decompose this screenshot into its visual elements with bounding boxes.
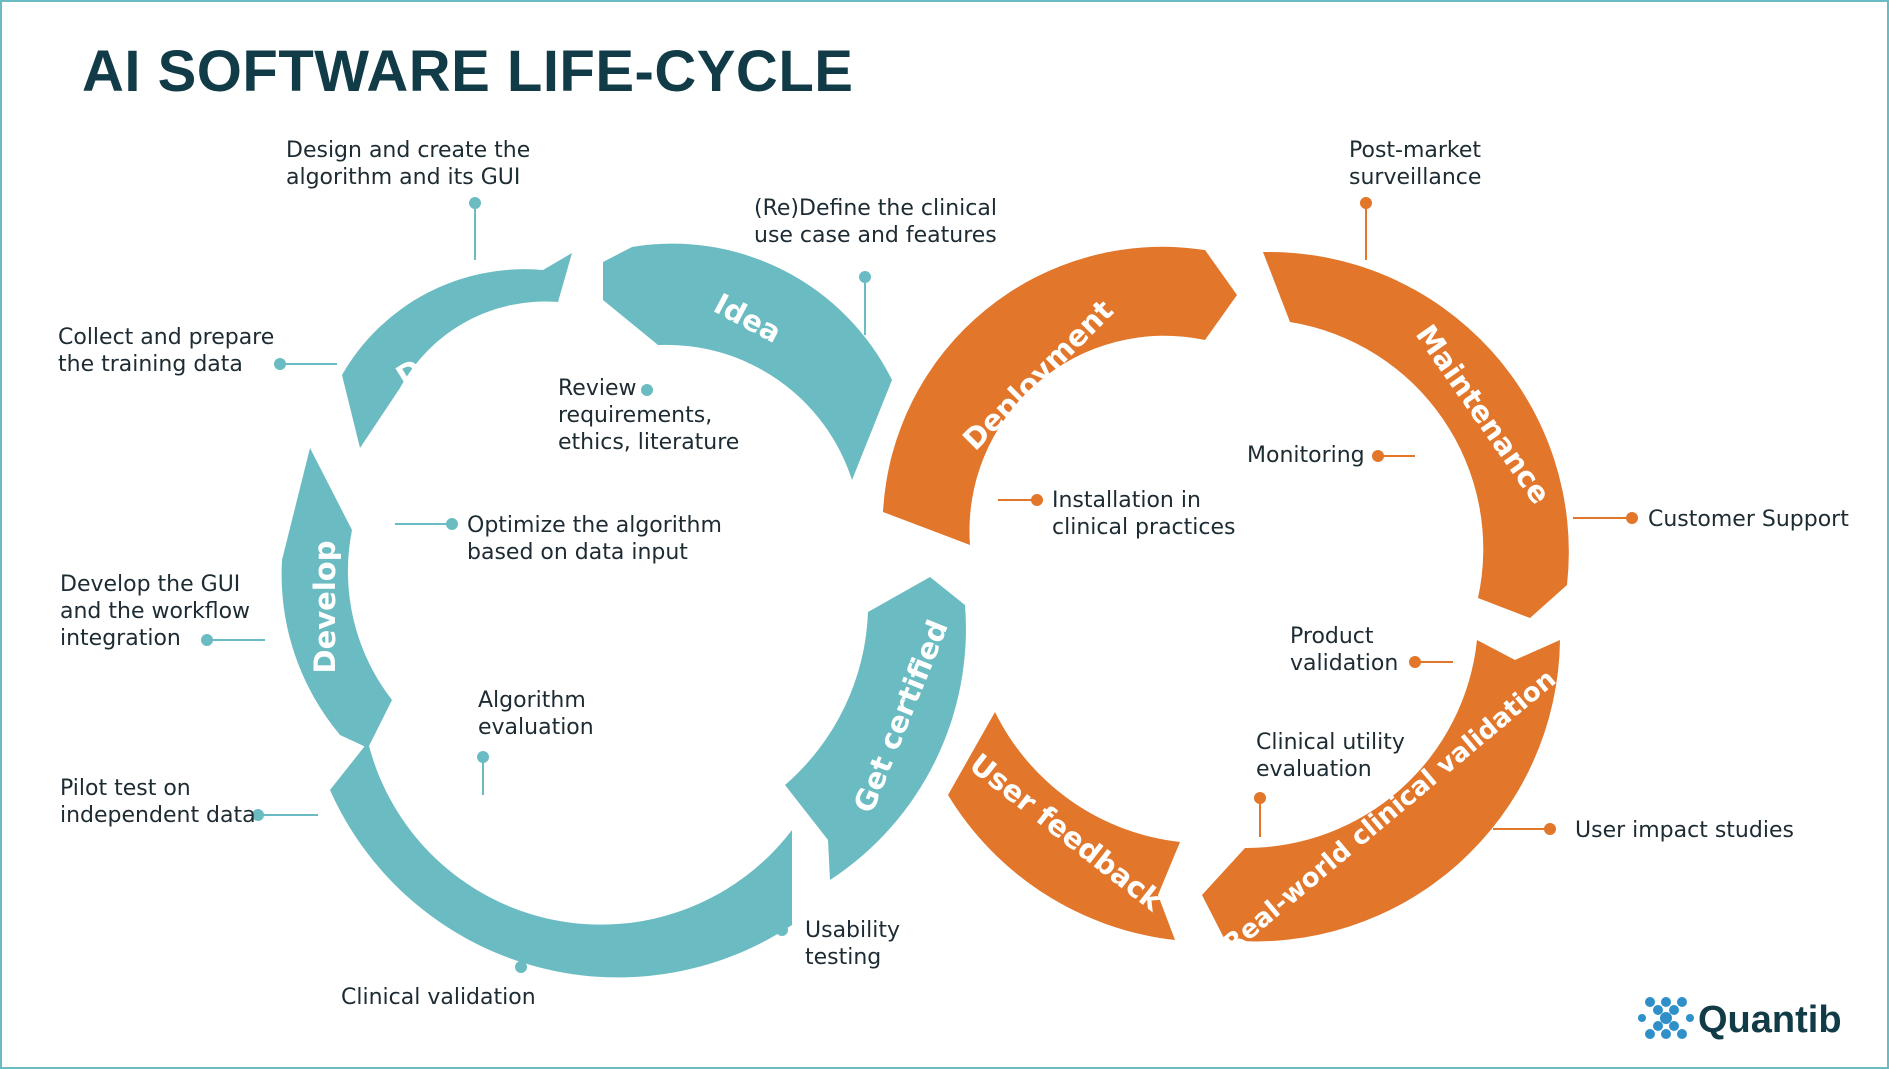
annotation-usability: Usability testing [805, 918, 907, 970]
annotation-develop-gui: Develop the GUI and the workflow integra… [60, 572, 257, 651]
segment-get-certified [785, 577, 966, 880]
annotation-installation: Installation in clinical practices [1052, 488, 1235, 540]
annotation-clinical-utility: Clinical utility evaluation [1256, 730, 1412, 782]
annotation-collect: Collect and prepare the training data [58, 325, 281, 377]
segment-develop [281, 448, 392, 748]
teal-ring [281, 243, 966, 978]
annotation-review: Review requirements, ethics, literature [558, 376, 739, 455]
annotation-monitoring: Monitoring [1247, 443, 1365, 468]
label-develop: Develop [308, 541, 342, 674]
orange-ring [883, 246, 1569, 942]
segment-user-feedback [948, 712, 1180, 940]
segment-deployment [883, 246, 1237, 545]
segment-idea [603, 243, 892, 480]
annotation-clinical-validation: Clinical validation [341, 985, 536, 1010]
annotation-pilot: Pilot test on independent data [60, 776, 256, 828]
segment-design [342, 253, 572, 448]
annotation-design-create: Design and create the algorithm and its … [286, 138, 537, 190]
annotation-redefine: (Re)Define the clinical use case and fea… [754, 196, 1004, 248]
annotation-product-validation: Product validation [1290, 624, 1398, 676]
annotation-customer-support: Customer Support [1648, 507, 1849, 532]
orange-connectors [998, 197, 1638, 837]
segment-test [330, 742, 792, 978]
quantib-logo-mark-icon [1638, 997, 1694, 1039]
segment-maintenance [1263, 251, 1569, 618]
quantib-logo: Quantib [1638, 997, 1842, 1041]
segment-real-world-validation [1202, 640, 1560, 942]
quantib-logo-text: Quantib [1698, 999, 1842, 1041]
annotation-user-impact: User impact studies [1575, 818, 1794, 843]
page-title: AI SOFTWARE LIFE-CYCLE [82, 39, 854, 104]
annotation-optimize: Optimize the algorithm based on data inp… [467, 513, 729, 565]
label-real-world-validation: Real-world clinical validation [1218, 664, 1562, 959]
teal-connectors [201, 197, 871, 973]
annotation-algorithm-eval: Algorithm evaluation [478, 688, 594, 740]
label-test: Test [521, 860, 593, 905]
annotation-post-market: Post-market surveillance [1349, 138, 1488, 190]
